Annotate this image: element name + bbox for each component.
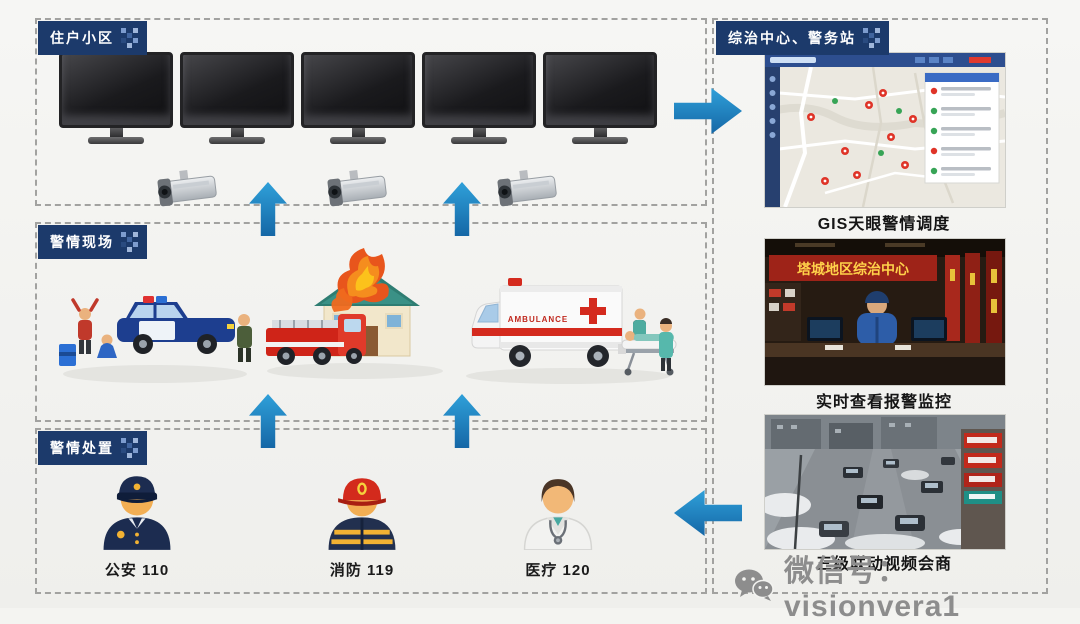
control-room-panel: 塔城地区综治中心 bbox=[764, 238, 1006, 386]
scene-section-title: 警情现场 bbox=[50, 234, 114, 250]
house-fire-scene bbox=[266, 248, 443, 379]
pixel-decoration-icon bbox=[121, 28, 138, 48]
doctor-icon bbox=[523, 479, 593, 551]
responder-medical-label: 医疗 120 bbox=[525, 562, 591, 579]
disposal-section-header: 警情处置 bbox=[38, 431, 147, 465]
scene-section-header: 警情现场 bbox=[38, 225, 147, 259]
center-section bbox=[712, 18, 1048, 594]
wechat-icon bbox=[735, 569, 774, 601]
cctv-camera-icon bbox=[157, 170, 217, 207]
control-room-banner-text: 塔城地区综治中心 bbox=[797, 261, 909, 277]
monitor-icon bbox=[301, 52, 415, 144]
street-camera-panel bbox=[764, 414, 1006, 550]
center-section-header: 综治中心、警务站 bbox=[716, 21, 889, 55]
responder-medical: 医疗 120 bbox=[496, 458, 620, 580]
disposal-section-title: 警情处置 bbox=[50, 440, 114, 456]
monitor-row bbox=[59, 52, 657, 144]
cctv-camera-icon bbox=[497, 170, 557, 207]
monitor-icon bbox=[59, 52, 173, 144]
control-room-photo: 塔城地区综治中心 bbox=[765, 239, 1005, 385]
gis-panel-caption: GIS天眼警情调度 bbox=[817, 216, 951, 233]
cctv-camera-icon bbox=[327, 170, 387, 207]
responder-police-label: 公安 110 bbox=[104, 562, 170, 579]
center-section-title: 综治中心、警务站 bbox=[728, 30, 856, 46]
responder-police: 公安 110 bbox=[75, 458, 199, 580]
monitor-icon bbox=[180, 52, 294, 144]
watermark: 微信号：visionvera1 bbox=[734, 546, 1080, 624]
gis-map-panel bbox=[764, 52, 1006, 208]
gis-map-screenshot bbox=[765, 53, 1005, 207]
scene-section bbox=[35, 222, 707, 422]
police-officer-icon bbox=[103, 476, 171, 550]
residential-section-title: 住户小区 bbox=[50, 30, 114, 46]
residential-section-header: 住户小区 bbox=[38, 21, 147, 55]
monitor-icon bbox=[422, 52, 536, 144]
responder-fire-label: 消防 119 bbox=[329, 562, 395, 579]
watermark-text: 微信号：visionvera1 bbox=[784, 555, 961, 623]
control-room-panel-caption: 实时查看报警监控 bbox=[815, 394, 952, 411]
street-camera-photo bbox=[765, 415, 1005, 549]
pixel-decoration-icon bbox=[863, 28, 880, 48]
pixel-decoration-icon bbox=[121, 232, 138, 252]
pixel-decoration-icon bbox=[121, 438, 138, 458]
monitor-icon bbox=[543, 52, 657, 144]
firefighter-icon bbox=[328, 478, 396, 550]
responder-fire: 消防 119 bbox=[300, 458, 424, 580]
ambulance-scene: AMBULANCE bbox=[466, 278, 677, 384]
ambulance-text: AMBULANCE bbox=[508, 315, 569, 324]
street-camera-panel-caption: 三级联动视频会商 bbox=[815, 556, 952, 573]
police-arrest-scene bbox=[59, 296, 252, 383]
